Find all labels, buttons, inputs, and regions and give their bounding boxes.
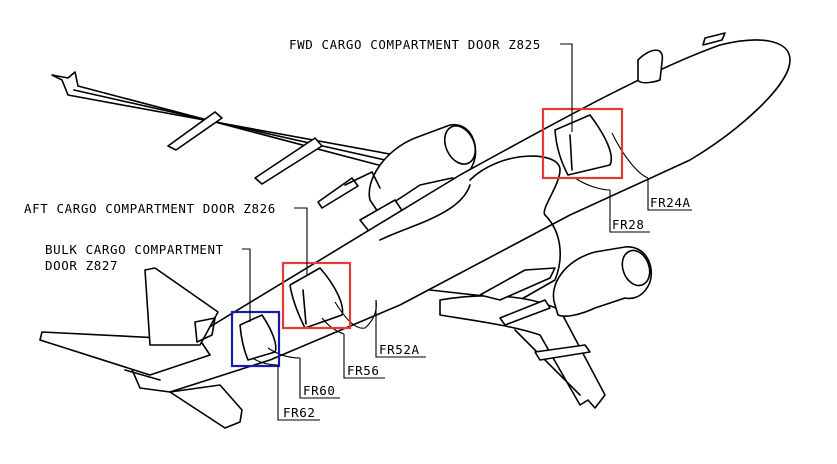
leader-lines	[242, 43, 692, 421]
bulk-door-label-line2: DOOR Z827	[45, 258, 118, 273]
fwd-door-highlight	[541, 107, 624, 180]
fwd-door-outline	[554, 114, 612, 176]
frame-label-fr60: FR60	[303, 383, 336, 398]
fuselage	[129, 39, 791, 393]
frame-label-fr56: FR56	[347, 363, 380, 378]
vertical-fin	[144, 267, 219, 346]
left-wing	[51, 71, 396, 169]
aircraft-outline	[39, 32, 791, 429]
frame-label-fr28: FR28	[612, 217, 645, 232]
frame-label-fr24a: FR24A	[650, 195, 691, 210]
frame-label-fr62: FR62	[283, 405, 316, 420]
fwd-door-label: FWD CARGO COMPARTMENT DOOR Z825	[289, 37, 541, 52]
frame-label-fr52a: FR52A	[379, 342, 420, 357]
aft-door-outline	[289, 267, 344, 329]
horizontal-stabilizer-right	[169, 384, 243, 429]
aft-door-label: AFT CARGO COMPARTMENT DOOR Z826	[24, 201, 276, 216]
bulk-door-label-line1: BULK CARGO COMPARTMENT	[45, 242, 224, 257]
aft-door-highlight	[281, 261, 352, 330]
bulk-door-highlight	[230, 310, 281, 368]
